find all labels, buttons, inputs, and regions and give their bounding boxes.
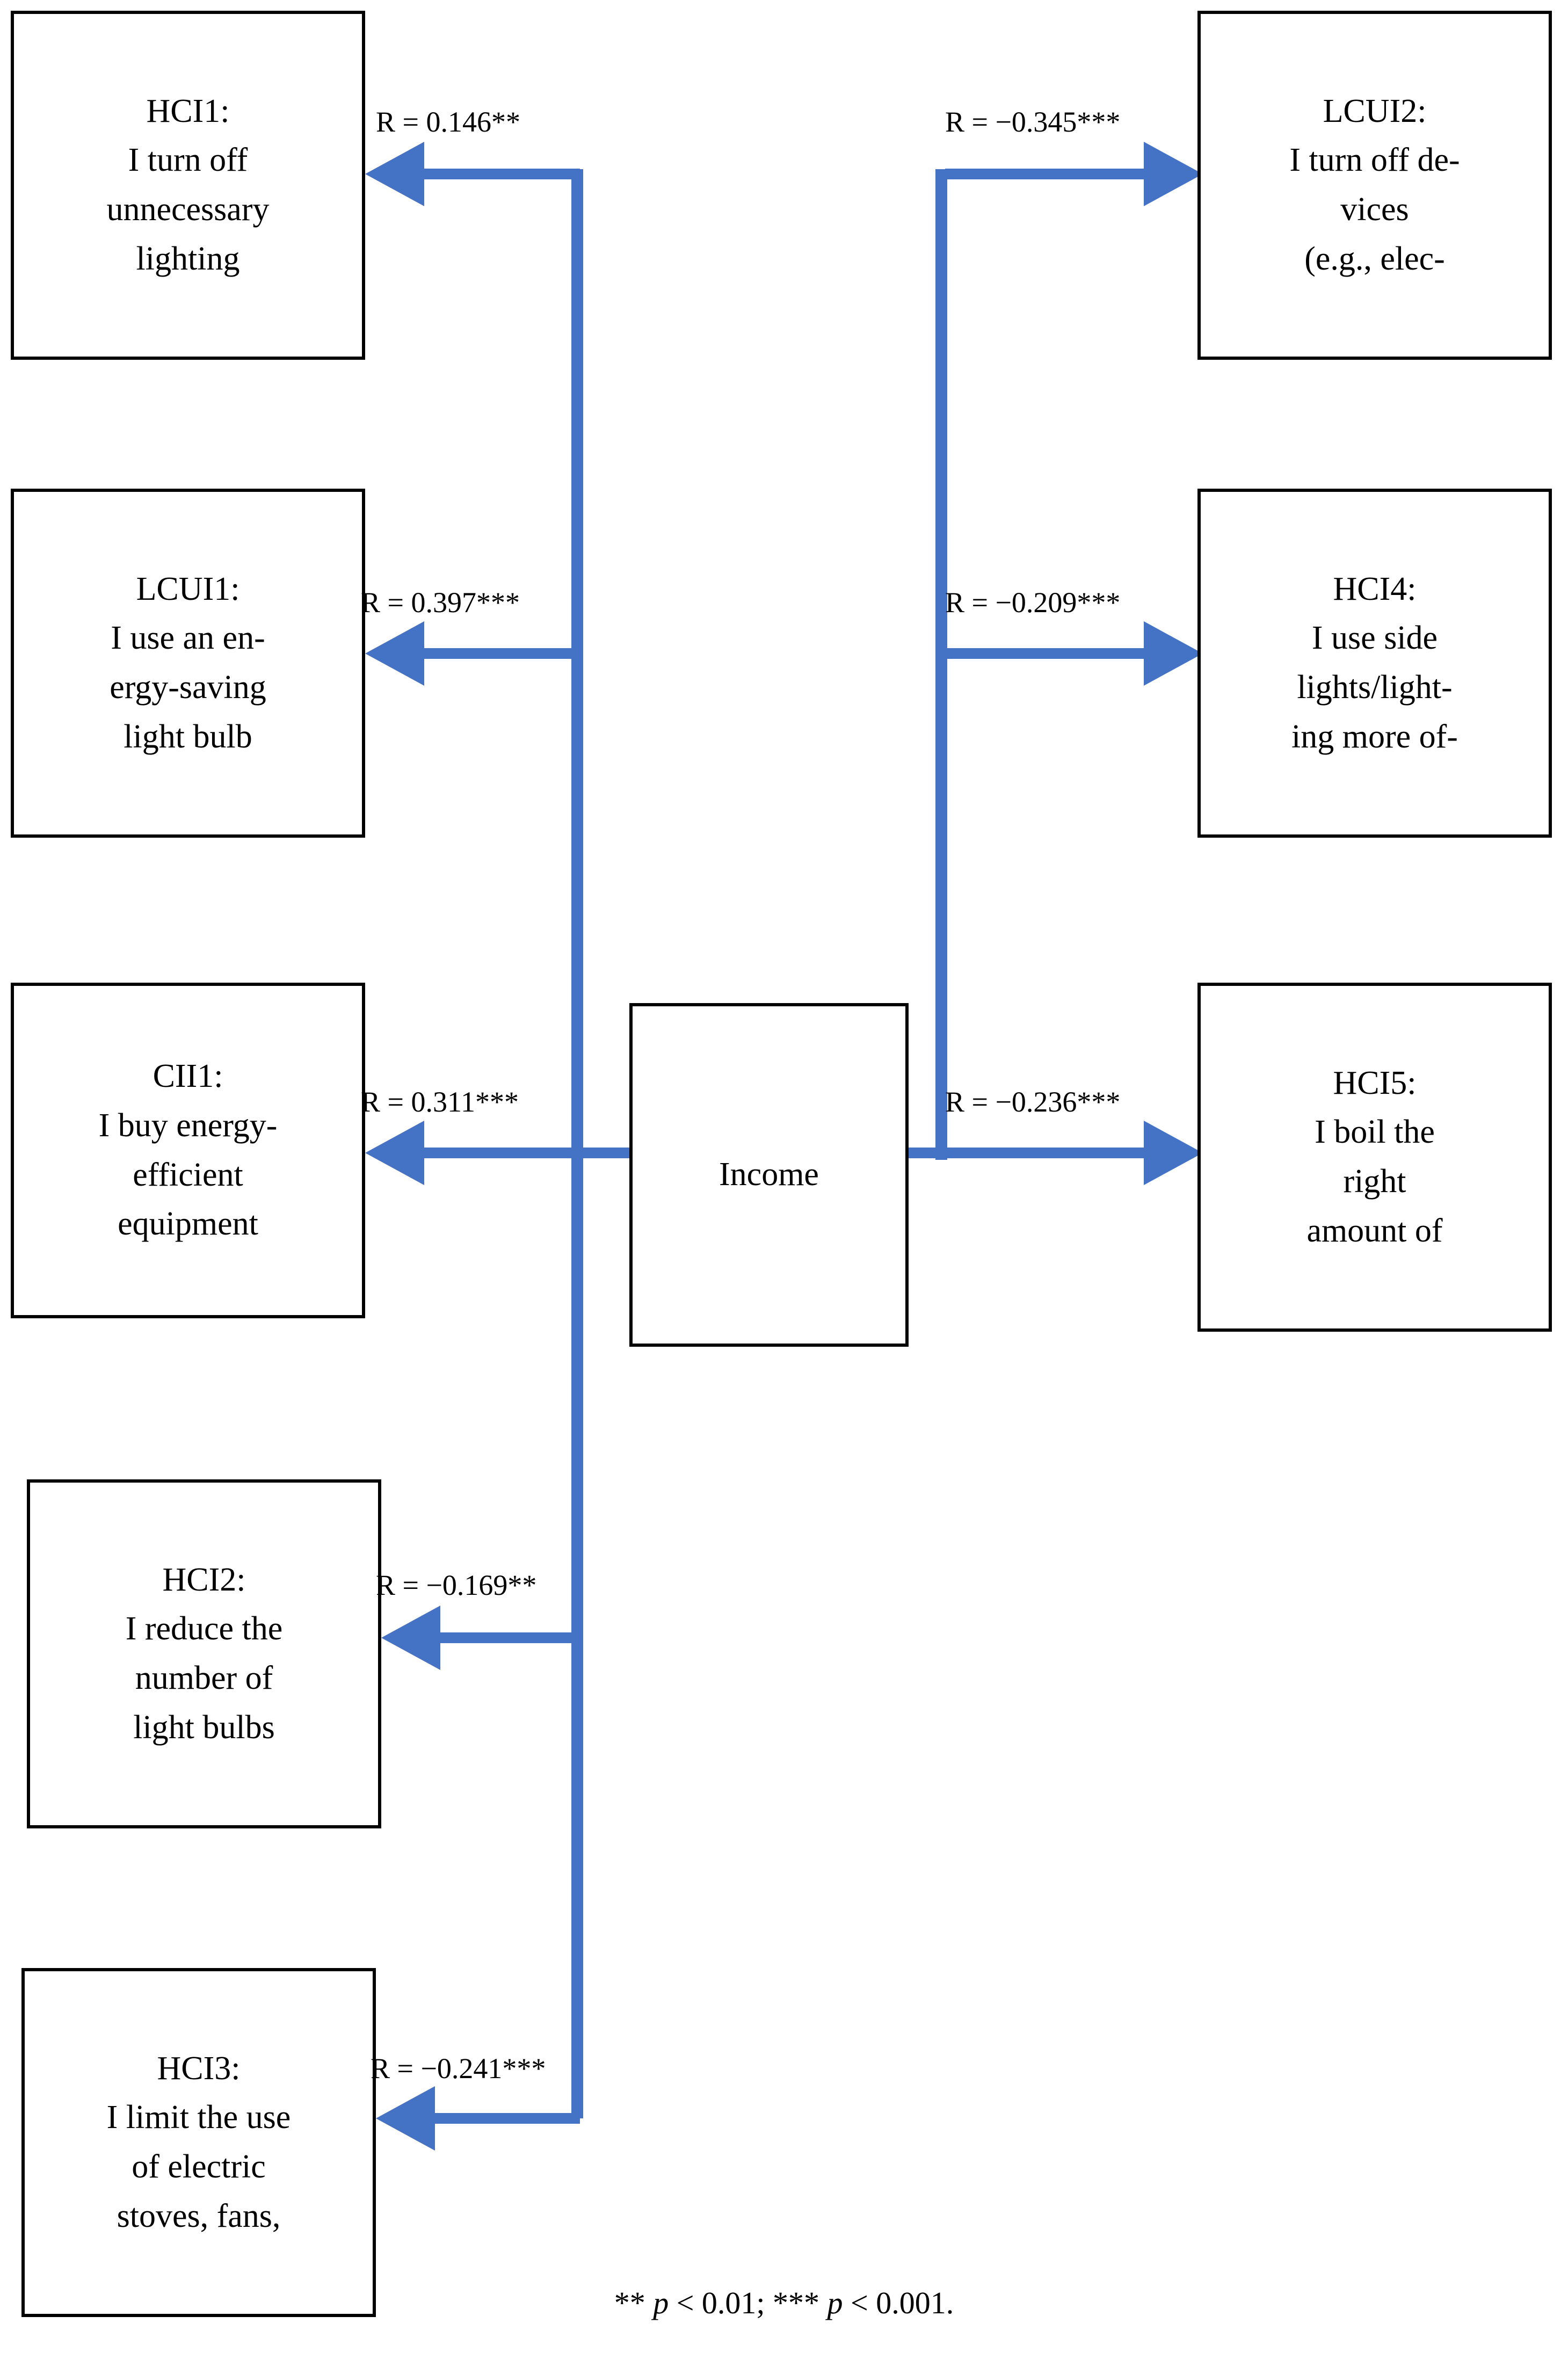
node-hci2-line-2: number of — [135, 1660, 273, 1696]
edge-cii1-horizontal — [376, 1148, 580, 1158]
edge-label-hci5: R = −0.236*** — [945, 1086, 1121, 1118]
edge-hci4-arrowhead — [1144, 621, 1203, 686]
edge-hci5-arrowhead — [1144, 1121, 1203, 1185]
edge-label-lcui2: R = −0.345*** — [945, 106, 1121, 138]
node-lcui2-line-2: vices — [1340, 191, 1409, 228]
edge-label-cii1: R = 0.311*** — [361, 1086, 519, 1118]
node-hci3-line-3: stoves, fans, — [117, 2197, 281, 2234]
node-hci3-line-0: HCI3: — [157, 2050, 241, 2087]
footnote-pre1: ** — [614, 2285, 654, 2320]
node-income[interactable]: Income — [629, 1003, 909, 1347]
edge-lcui2-horizontal — [945, 169, 1192, 179]
node-hci5-line-1: I boil the — [1315, 1114, 1435, 1151]
node-cii1-line-3: equipment — [118, 1206, 258, 1243]
edge-hci1-arrowhead — [365, 142, 424, 206]
significance-footnote: ** p < 0.01; *** p < 0.001. — [0, 2285, 1568, 2321]
income-left-stub — [571, 1148, 636, 1158]
edge-hci1-horizontal — [376, 169, 580, 179]
node-hci4-line-1: I use side — [1311, 620, 1438, 657]
node-hci4-line-3: ing more of- — [1291, 718, 1458, 755]
edge-lcui1-horizontal — [376, 648, 580, 659]
node-cii1-line-2: efficient — [133, 1156, 243, 1193]
node-hci1-line-3: lighting — [136, 240, 240, 277]
node-income-label: Income — [719, 1156, 819, 1193]
edge-label-lcui1: R = 0.397*** — [361, 586, 520, 619]
left-trunk-vertical — [571, 169, 583, 2118]
node-hci2-line-0: HCI2: — [162, 1561, 246, 1598]
node-hci3-line-2: of electric — [132, 2148, 266, 2185]
node-lcui1[interactable]: LCUI1: I use an en- ergy-saving light bu… — [11, 489, 365, 838]
right-connector-group — [902, 142, 1203, 1185]
node-hci5-line-3: amount of — [1306, 1212, 1443, 1249]
node-hci1-line-2: unnecessary — [106, 191, 270, 228]
edge-lcui1-arrowhead — [365, 621, 424, 686]
edge-hci2-arrowhead — [381, 1606, 440, 1670]
edge-label-hci4: R = −0.209*** — [945, 586, 1121, 619]
node-hci1[interactable]: HCI1: I turn off unnecessary lighting — [11, 11, 365, 360]
node-lcui1-line-0: LCUI1: — [136, 570, 240, 607]
edge-hci4-horizontal — [945, 648, 1192, 659]
node-lcui2-line-3: (e.g., elec- — [1304, 240, 1445, 277]
node-lcui1-line-1: I use an en- — [111, 620, 265, 657]
node-hci5-line-0: HCI5: — [1333, 1064, 1417, 1101]
node-hci4-line-2: lights/light- — [1297, 669, 1453, 706]
node-hci2-line-1: I reduce the — [125, 1610, 283, 1647]
node-hci3-line-1: I limit the use — [106, 2099, 291, 2136]
node-hci1-line-0: HCI1: — [146, 92, 230, 129]
left-connector-group — [365, 142, 636, 2151]
right-trunk-vertical — [935, 169, 947, 1160]
edge-label-hci1: R = 0.146** — [376, 106, 520, 138]
footnote-p1: p — [653, 2285, 669, 2320]
edge-hci3-arrowhead — [376, 2086, 435, 2151]
node-lcui2-line-0: LCUI2: — [1323, 92, 1427, 129]
edge-label-hci2: R = −0.169** — [376, 1569, 537, 1601]
node-lcui1-line-2: ergy-saving — [110, 669, 266, 706]
node-cii1-line-1: I buy energy- — [98, 1107, 278, 1144]
node-cii1[interactable]: CII1: I buy energy- efficient equipment — [11, 983, 365, 1318]
edge-lcui2-arrowhead — [1144, 142, 1203, 206]
node-cii1-line-0: CII1: — [153, 1058, 223, 1094]
node-lcui2[interactable]: LCUI2: I turn off de- vices (e.g., elec- — [1197, 11, 1552, 360]
edge-label-hci3: R = −0.241*** — [371, 2052, 546, 2085]
node-hci1-line-1: I turn off — [128, 142, 248, 179]
node-hci4-line-0: HCI4: — [1333, 570, 1417, 607]
node-hci5[interactable]: HCI5: I boil the right amount of — [1197, 983, 1552, 1332]
node-hci2-line-3: light bulbs — [133, 1709, 275, 1746]
edge-hci5-horizontal — [902, 1148, 1192, 1158]
node-lcui2-line-1: I turn off de- — [1289, 142, 1460, 179]
footnote-mid2: < 0.001. — [843, 2285, 954, 2320]
edge-cii1-arrowhead — [365, 1121, 424, 1185]
node-hci4[interactable]: HCI4: I use side lights/light- ing more … — [1197, 489, 1552, 838]
footnote-p2: p — [827, 2285, 843, 2320]
node-hci5-line-2: right — [1343, 1163, 1406, 1200]
footnote-mid1: < 0.01; *** — [669, 2285, 827, 2320]
node-lcui1-line-3: light bulb — [124, 718, 252, 755]
node-hci3[interactable]: HCI3: I limit the use of electric stoves… — [21, 1968, 376, 2317]
node-hci2[interactable]: HCI2: I reduce the number of light bulbs — [27, 1479, 381, 1828]
